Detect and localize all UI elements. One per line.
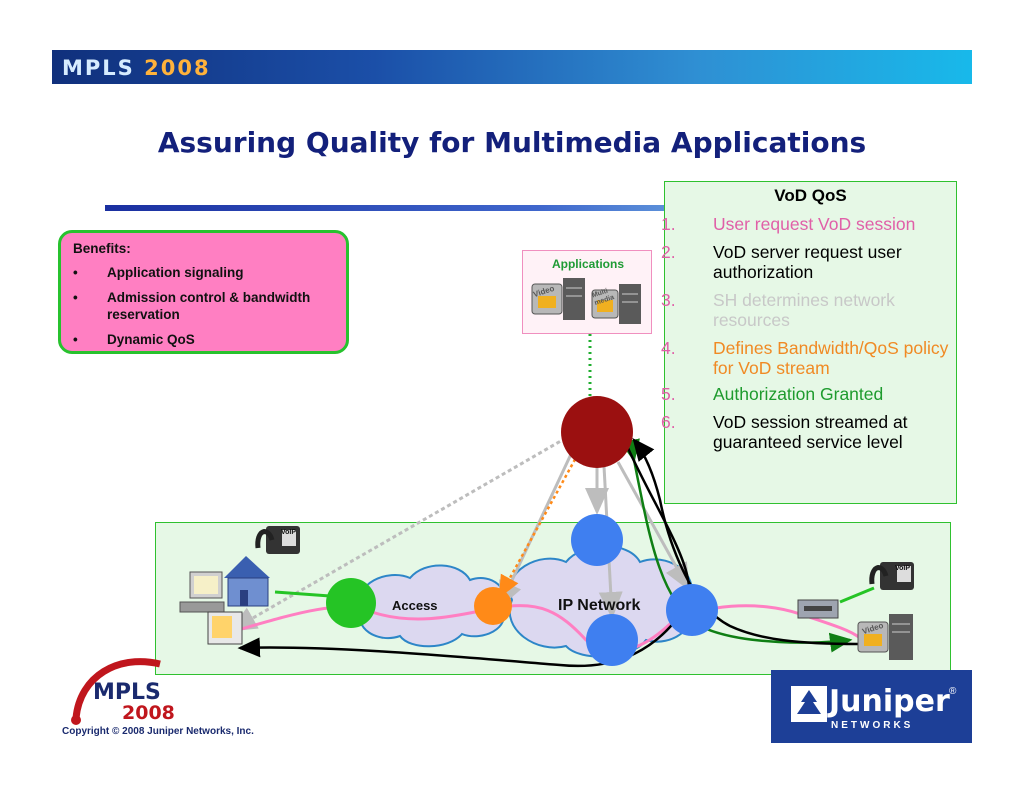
vod-step-number: 3. (661, 290, 676, 310)
vod-step-number: 2. (661, 242, 676, 262)
core-router-node (666, 584, 718, 636)
applications-label: Applications (551, 257, 624, 271)
juniper-registered: ® (949, 686, 957, 697)
access-label: Access (392, 598, 438, 613)
mpls-logo-swoosh (72, 658, 161, 719)
home-house-icon (224, 556, 270, 607)
juniper-networks-text: NETWORKS (831, 720, 914, 731)
title-underline (105, 205, 890, 211)
juniper-name: Juniper (829, 684, 950, 719)
benefit-text: Dynamic QoS (107, 332, 195, 347)
core-router-node (571, 514, 623, 566)
ip-network-label: IP Network (558, 597, 641, 614)
core-router-node (586, 614, 638, 666)
benefit-item: •Dynamic QoS (73, 332, 195, 347)
benefits-heading: Benefits: (73, 241, 131, 256)
home-tv-icon (207, 611, 243, 645)
juniper-tree-icon (791, 686, 827, 722)
vod-qos-title: VoD QoS (774, 186, 847, 205)
conference-banner: MPLS 2008 (52, 50, 972, 84)
vod-step-number: 1. (661, 214, 676, 234)
home-phone-icon (255, 526, 300, 554)
vod-step-text: Defines Bandwidth/QoS policy for VoD str… (713, 338, 949, 378)
access-node (326, 578, 376, 628)
vod-step-number: 6. (661, 412, 676, 432)
banner-logo: MPLS 2008 (62, 56, 211, 80)
access-link (274, 590, 331, 598)
juniper-logo: Juniper ® NETWORKS (771, 670, 972, 743)
settop-box-icon (797, 599, 839, 619)
benefit-item: •Application signaling (73, 265, 244, 280)
benefit-text: Application signaling (107, 265, 244, 280)
request-arrow (229, 436, 567, 632)
mpls-logo-year: 2008 (122, 702, 175, 724)
voip-label: VoIP (281, 529, 297, 536)
phone-link (839, 586, 875, 604)
service-controller-node (561, 396, 633, 468)
banner-event: MPLS (62, 56, 135, 80)
vod-step-number: 5. (661, 384, 676, 404)
vod-step-number: 4. (661, 338, 676, 358)
copyright-text: Copyright © 2008 Juniper Networks, Inc. (62, 726, 254, 737)
vod-step-text: SH determines network resources (713, 290, 895, 330)
banner-year: 2008 (144, 56, 211, 80)
remote-phone-icon (869, 562, 914, 590)
edge-router-node (474, 587, 512, 625)
home-pc-icon (179, 571, 225, 613)
video-server-icon (531, 278, 585, 320)
multimedia-server-icon (591, 284, 641, 324)
vod-step-text: User request VoD session (713, 214, 916, 234)
benefit-text: Admission control & bandwidth reservatio… (107, 290, 311, 322)
benefits-box: Benefits: •Application signaling •Admiss… (58, 230, 349, 354)
mpls-logo-text: MPLS (93, 680, 161, 705)
benefit-item: •Admission control & bandwidth reservati… (73, 289, 334, 323)
vod-step-text: Authorization Granted (713, 384, 884, 404)
remote-video-server-icon (857, 614, 913, 660)
voip-label: VoIP (895, 565, 911, 572)
mpls-logo-dot (71, 715, 81, 725)
page-title: Assuring Quality for Multimedia Applicat… (157, 126, 867, 159)
vod-step-text: VoD server request user authorization (713, 242, 902, 282)
